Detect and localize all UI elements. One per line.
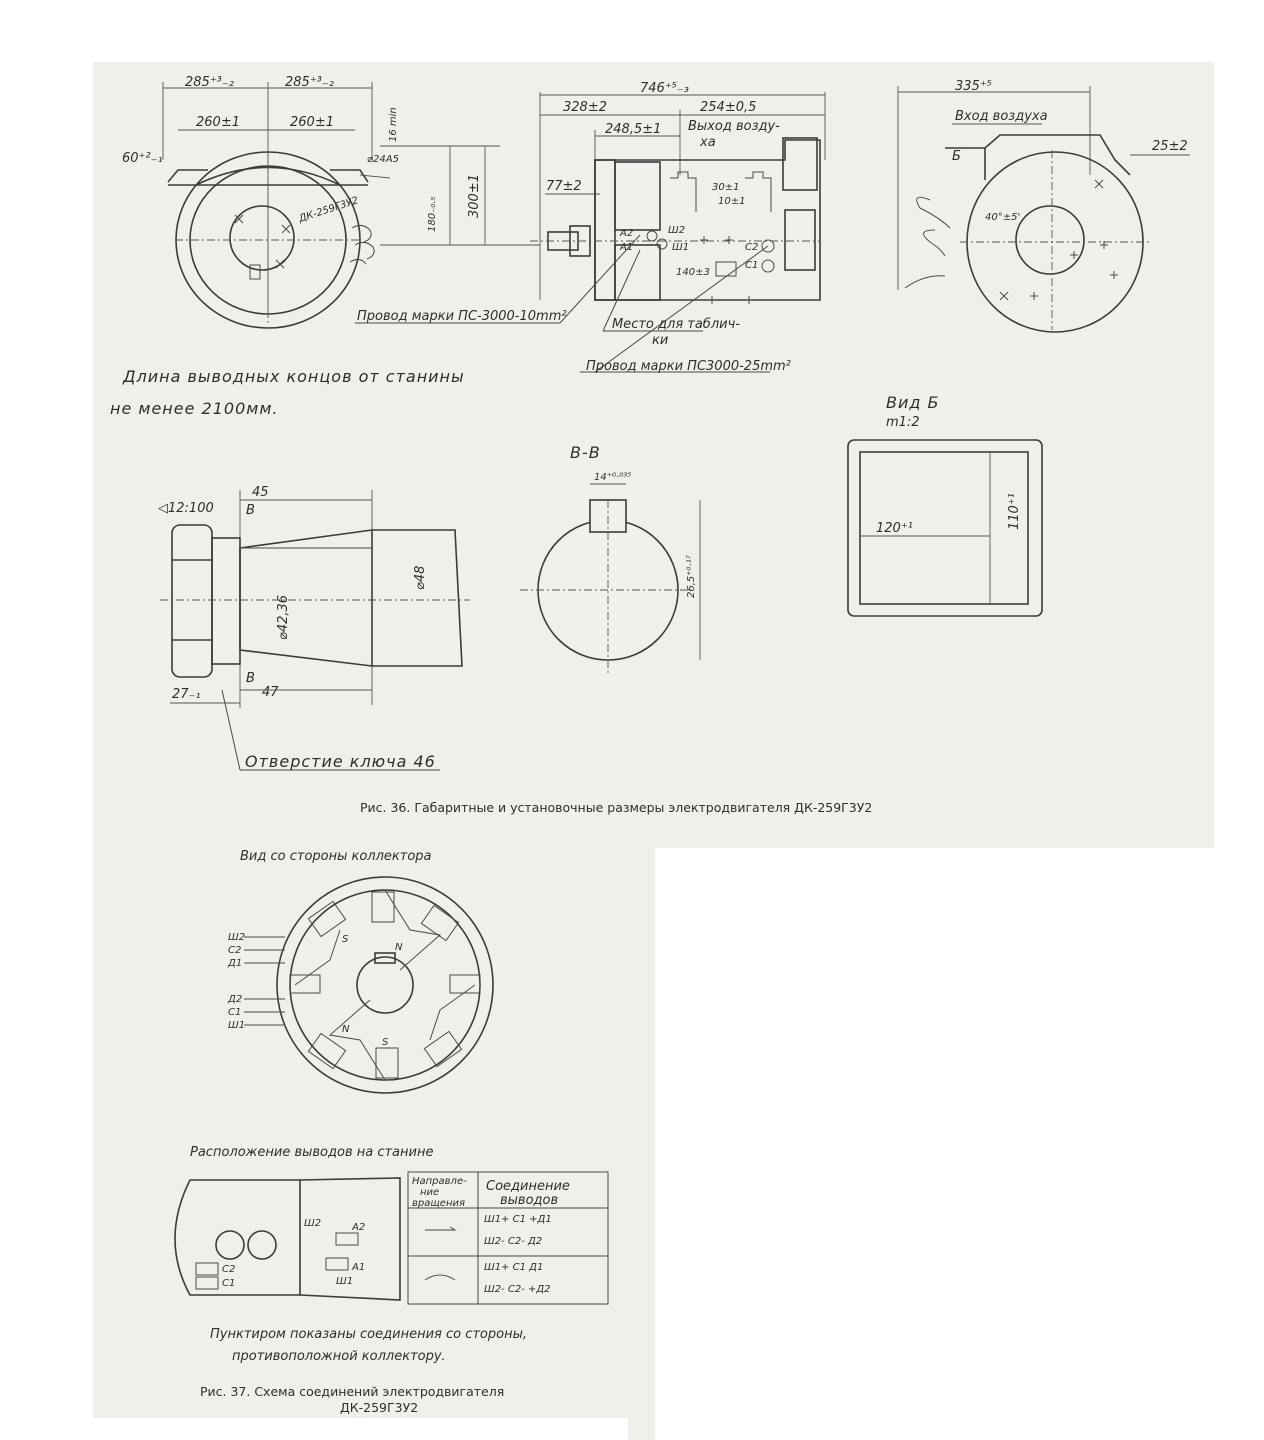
dim-14: 14⁺⁰·⁰³⁵: [594, 472, 631, 483]
leads-length-note-2: не менее 2100мм.: [110, 399, 278, 418]
dim-26-5: 26,5⁺⁰·¹⁷: [686, 555, 697, 598]
dim-d24: ⌀24А5: [367, 154, 399, 165]
dim-110: 110⁺¹: [1007, 493, 1022, 530]
lead-layout-c2: С2: [222, 1264, 235, 1275]
fig36-caption: Рис. 36. Габаритные и установочные разме…: [360, 800, 872, 815]
side-view: 746⁺⁵₋₃ 328±2 254±0,5 248,5±1 Выход возд…: [530, 81, 826, 304]
front-view: 285⁺³₋₂ 285⁺³₋₂ 260±1 260±1 60⁺²₋₁ 16 mi…: [122, 75, 540, 329]
section-title: В-В: [570, 443, 601, 462]
dashed-note-2: противоположной коллектору.: [232, 1349, 446, 1364]
dim-285-right: 285⁺³₋₂: [285, 75, 334, 90]
section-mark-top: В: [246, 503, 255, 518]
collector-view-title: Вид со стороны коллектора: [240, 849, 432, 864]
view-b-scale: m1:2: [886, 415, 920, 430]
nameplate-text: ДК-259Г3У2: [297, 195, 360, 225]
dim-300: 300±1: [467, 174, 482, 218]
dim-120: 120⁺¹: [876, 521, 913, 536]
air-outlet-label: Выход возду-: [688, 119, 780, 134]
lead-layout-c1: С1: [222, 1278, 235, 1289]
upper-scan-sheet: [93, 62, 1214, 848]
dim-335: 335⁺⁵: [955, 79, 992, 94]
table-head-conn-2: выводов: [500, 1193, 558, 1208]
lead-sh1: Ш1: [228, 1020, 245, 1031]
dim-45: 45: [252, 485, 269, 500]
dim-248: 248,5±1: [605, 122, 661, 137]
table-head-dir-3: вращения: [412, 1198, 465, 1209]
dim-180: 180₋₀.₅: [427, 196, 438, 232]
dim-25: 25±2: [1152, 139, 1188, 154]
table-row1-a: Ш1+ С1 +Д1: [484, 1214, 552, 1225]
wire-10mm-label: Провод марки ПС-3000-10mm²: [357, 309, 567, 324]
key-hole-label: Отверстие ключа 46: [245, 752, 436, 771]
section-bb: В-В 14⁺⁰·⁰³⁵ 26,5⁺⁰·¹⁷: [520, 443, 701, 675]
lower-scan-sheet: [93, 846, 655, 1440]
angle-40: 40°±5': [985, 212, 1020, 223]
lead-layout-a1: А1: [351, 1262, 365, 1273]
lead-c1: С1: [228, 1007, 241, 1018]
table-head-dir-1: Направле-: [412, 1176, 467, 1187]
nameplate-place-label: Место для таблич-: [612, 317, 740, 332]
dim-254: 254±0,5: [700, 100, 756, 115]
dim-260-right: 260±1: [290, 115, 334, 130]
pole-s-bottom: S: [382, 1037, 389, 1048]
term-a2: А2: [619, 228, 633, 239]
dim-30: 30±1: [712, 182, 739, 193]
dashed-note-1: Пунктиром показаны соединения со стороны…: [210, 1327, 527, 1342]
dim-27: 27₋₁: [172, 687, 201, 702]
lead-layout-sh1: Ш1: [336, 1276, 353, 1287]
air-outlet-label-2: ха: [699, 135, 716, 150]
taper-label: ◁12:100: [158, 501, 214, 516]
term-sh2: Ш2: [668, 225, 685, 236]
dim-285-left: 285⁺³₋₂: [185, 75, 234, 90]
lead-c2: С2: [228, 945, 241, 956]
end-view: 335⁺⁵ Вход воздуха Б 25±2 40°±5': [897, 79, 1190, 333]
dim-60: 60⁺²₋₁: [122, 151, 163, 166]
wire-25mm-label: Провод марки ПС3000-25mm²: [586, 359, 791, 374]
view-b: Вид Б m1:2 120⁺¹ 110⁺¹: [847, 393, 1043, 617]
lead-layout-a2: А2: [351, 1222, 365, 1233]
view-b-arrow: Б: [952, 149, 961, 164]
table-head-conn-1: Соединение: [486, 1179, 570, 1194]
view-b-title: Вид Б: [886, 393, 940, 412]
dim-328: 328±2: [563, 100, 607, 115]
term-c2: С2: [745, 242, 758, 253]
section-mark-bottom: В: [246, 671, 255, 686]
fig37-caption-2: ДК-259Г3У2: [340, 1400, 418, 1415]
terminal-layout: Расположение выводов на станине С2 С1 Ш2…: [174, 1145, 433, 1301]
dim-d42: ⌀42,36: [276, 595, 291, 640]
sheet-bottom-edge: [93, 1418, 628, 1440]
dim-47: 47: [262, 685, 279, 700]
dim-10: 10±1: [718, 196, 745, 207]
term-sh1: Ш1: [672, 242, 689, 253]
table-row2-a: Ш1+ С1 Д1: [484, 1262, 543, 1273]
term-c1: С1: [745, 260, 758, 271]
lead-d2: Д2: [227, 994, 242, 1005]
fig37-caption-1: Рис. 37. Схема соединений электродвигате…: [200, 1384, 504, 1399]
pole-s-left: S: [342, 934, 349, 945]
pole-n-bottom: N: [342, 1024, 350, 1035]
dim-d48: ⌀48: [413, 566, 428, 590]
dim-77: 77±2: [546, 179, 582, 194]
dim-260-left: 260±1: [196, 115, 240, 130]
collector-view: Вид со стороны коллектора N S N S Ш2 С2 …: [227, 849, 494, 1094]
nameplate-place-label-2: ки: [652, 333, 668, 348]
air-inlet-label: Вход воздуха: [955, 109, 1048, 124]
pole-n-top: N: [395, 942, 403, 953]
dim-140: 140±3: [676, 267, 710, 278]
term-a1: А1: [619, 242, 633, 253]
connection-table: Направле- ние вращения Соединение выводо…: [407, 1171, 609, 1305]
lead-sh2: Ш2: [228, 932, 245, 943]
lead-layout-sh2: Ш2: [304, 1218, 321, 1229]
dim-16min: 16 min: [388, 107, 399, 142]
table-row1-b: Ш2- С2- Д2: [484, 1236, 542, 1247]
lead-d1: Д1: [227, 958, 242, 969]
table-row2-b: Ш2- С2- +Д2: [484, 1284, 551, 1295]
dim-746: 746⁺⁵₋₃: [640, 81, 689, 96]
leads-length-note: Длина выводных концов от станины: [122, 367, 465, 386]
table-head-dir-2: ние: [420, 1187, 439, 1198]
shaft-end-view: ◁12:100 45 В В 47 27₋₁ ⌀42,36 ⌀48 Отверс…: [158, 485, 470, 771]
terminal-layout-title: Расположение выводов на станине: [190, 1145, 433, 1160]
leader-notes: Провод марки ПС-3000-10mm² Место для таб…: [355, 234, 791, 374]
